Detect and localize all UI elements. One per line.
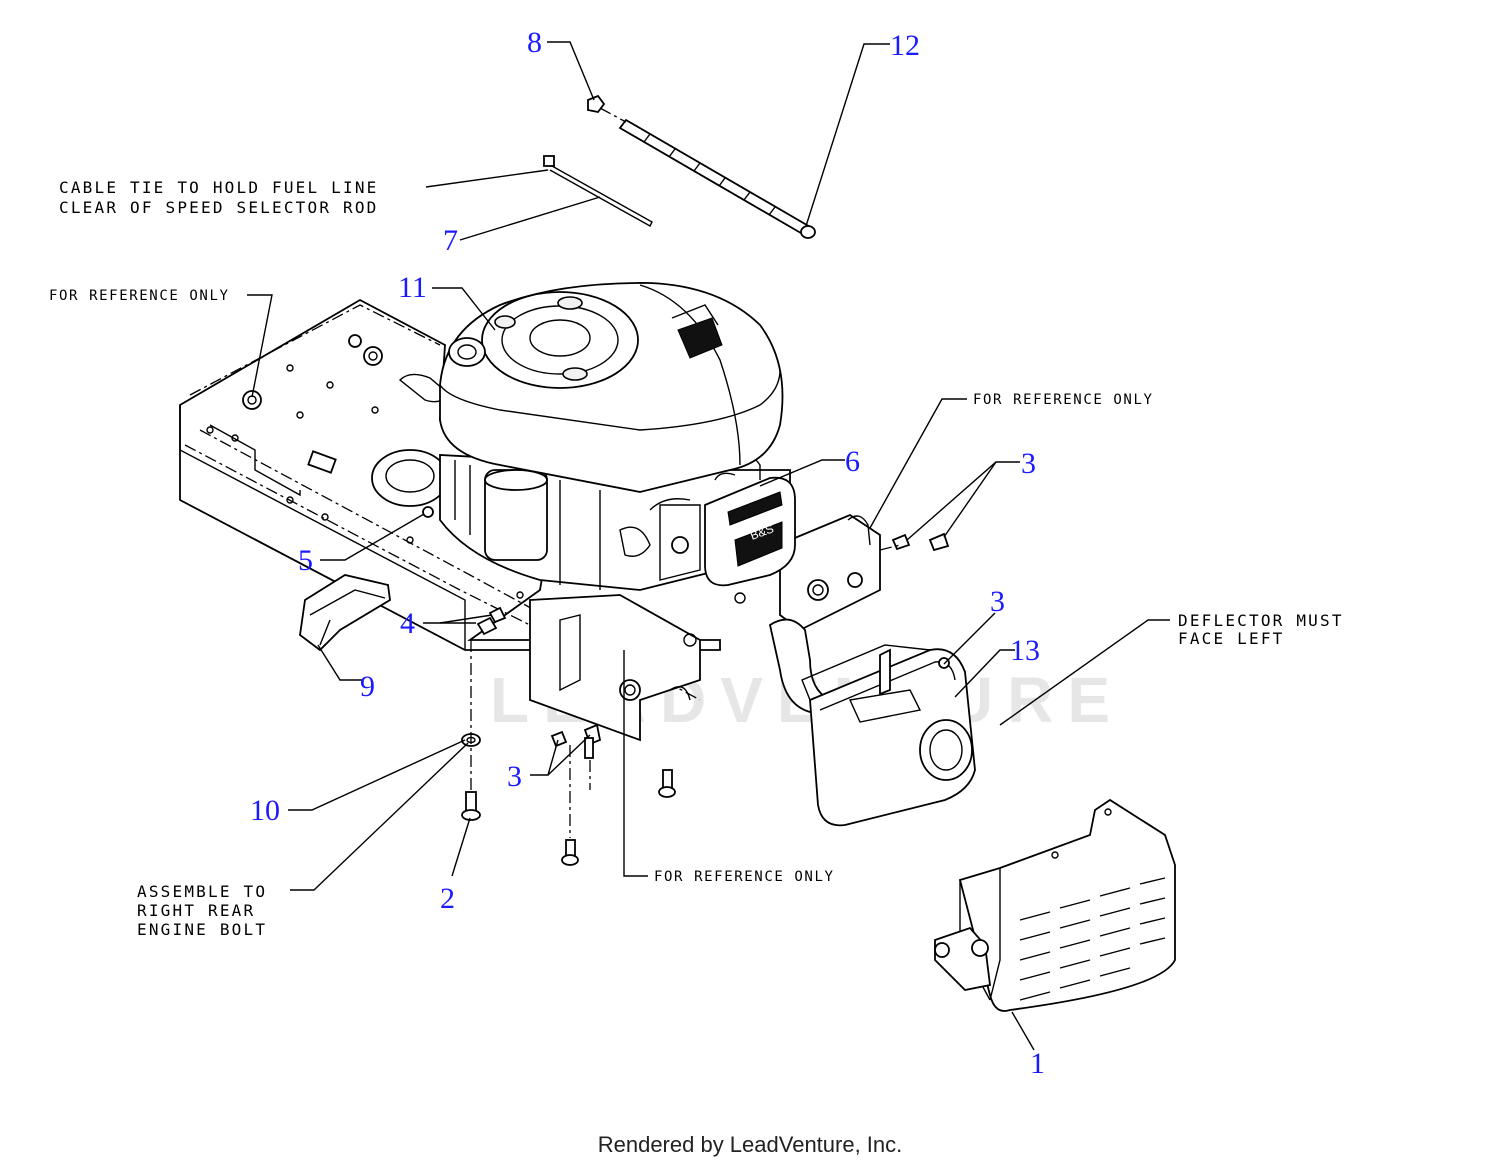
- callout-4: 4: [400, 607, 415, 640]
- callout-6: 6: [845, 445, 860, 478]
- ref-only-left: FOR REFERENCE ONLY: [49, 288, 230, 304]
- callout-3-muffler: 3: [990, 585, 1005, 618]
- cable-tie-note-line1: CABLE TIE TO HOLD FUEL LINE: [59, 178, 379, 197]
- hardware: [422, 506, 950, 866]
- callout-1: 1: [1030, 1047, 1045, 1080]
- ref-only-bottom: FOR REFERENCE ONLY: [654, 869, 835, 885]
- leader-lines: [247, 41, 1170, 1051]
- callout-7: 7: [443, 224, 458, 257]
- cable-tie: [543, 155, 653, 227]
- air-cleaner: B&S: [704, 476, 796, 587]
- assemble-note-line1: ASSEMBLE TO: [137, 882, 267, 901]
- ref-only-right: FOR REFERENCE ONLY: [973, 392, 1154, 408]
- deflector-note-line2: FACE LEFT: [1178, 629, 1285, 648]
- assemble-note-line2: RIGHT REAR: [137, 901, 255, 920]
- callout-13: 13: [1010, 634, 1040, 667]
- callout-5: 5: [298, 544, 313, 577]
- callout-numbers: 8 12 7 11 6 3 5 4 9 3 13 10 3 2 1: [250, 26, 1045, 1080]
- callout-11: 11: [398, 271, 427, 304]
- notes: CABLE TIE TO HOLD FUEL LINE CLEAR OF SPE…: [49, 178, 1344, 939]
- callout-8: 8: [527, 26, 542, 59]
- speed-selector-rod: [587, 94, 816, 239]
- callout-3-upper-right: 3: [1021, 447, 1036, 480]
- callout-12: 12: [890, 29, 920, 62]
- callout-2: 2: [440, 882, 455, 915]
- cable-tie-note-line2: CLEAR OF SPEED SELECTOR ROD: [59, 198, 379, 217]
- engine: [439, 282, 791, 591]
- muffler-bracket: [529, 513, 881, 742]
- muffler-guard: [934, 798, 1176, 1012]
- hex-nut: [587, 94, 606, 113]
- callout-9: 9: [360, 670, 375, 703]
- heat-shield: [299, 574, 391, 652]
- callout-10: 10: [250, 794, 280, 827]
- footer-credit: Rendered by LeadVenture, Inc.: [597, 1132, 903, 1157]
- muffler: [768, 618, 976, 827]
- callout-3-lower: 3: [507, 760, 522, 793]
- assemble-note-line3: ENGINE BOLT: [137, 920, 267, 939]
- deflector-note-line1: DEFLECTOR MUST: [1178, 611, 1344, 630]
